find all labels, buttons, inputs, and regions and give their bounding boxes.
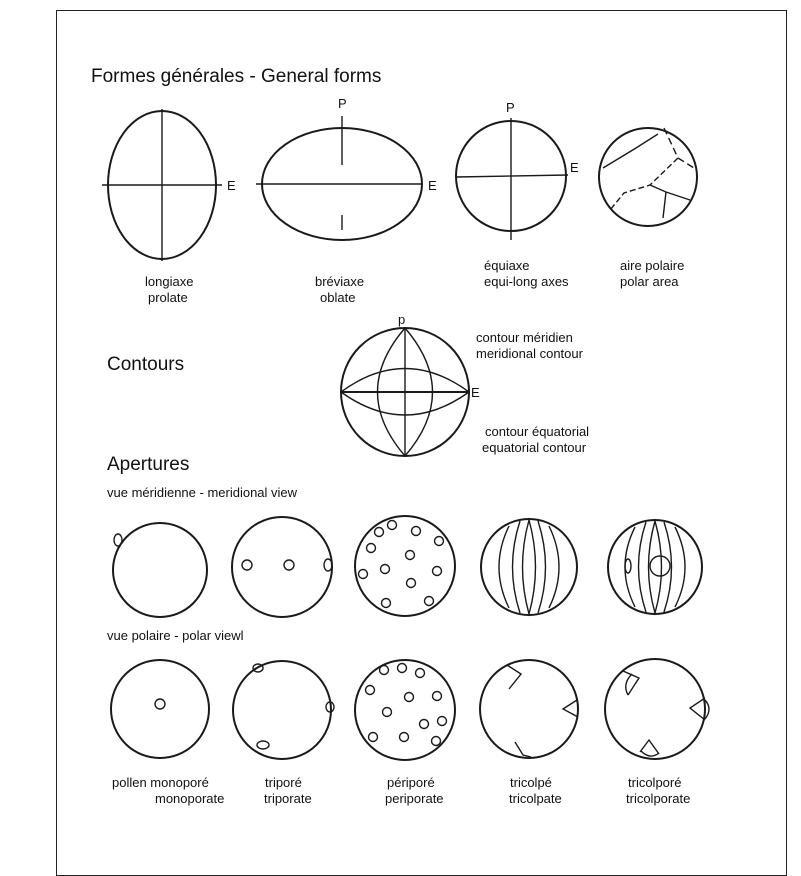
heading-contours: Contours — [107, 354, 184, 375]
contour-shape: p E — [341, 312, 480, 456]
heading-meridional-view: vue méridienne - meridional view — [107, 485, 298, 500]
form-label-line1: longiaxe — [145, 274, 193, 289]
pole-label: P — [338, 96, 347, 111]
oblate-shape: P E — [256, 96, 437, 240]
aperture-label-line2: triporate — [264, 791, 312, 806]
aperture-label-line2: tricolporate — [626, 791, 690, 806]
equator-label: E — [227, 178, 236, 193]
equator-label: E — [471, 385, 480, 400]
form-label-line1: équiaxe — [484, 258, 530, 273]
pole-label: p — [398, 312, 405, 327]
tricolpate-meridional — [481, 519, 577, 615]
form-label-line2: prolate — [148, 290, 188, 305]
monoporate-polar — [111, 660, 209, 758]
equator-label: E — [570, 160, 579, 175]
prolate-shape: E — [102, 109, 236, 261]
aperture-label-line2: tricolpate — [509, 791, 562, 806]
tricolpate-polar — [480, 660, 578, 758]
form-label-line2: polar area — [620, 274, 679, 289]
aperture-label-line1: pollen monoporé — [112, 775, 209, 790]
aperture-label-line2: periporate — [385, 791, 444, 806]
periporate-meridional — [355, 516, 455, 616]
aperture-label-line1: tricolpé — [510, 775, 552, 790]
contour-equatorial-en: equatorial contour — [482, 440, 587, 455]
triporate-meridional — [232, 517, 332, 617]
aperture-label-line2: monoporate — [155, 791, 224, 806]
tricolporate-polar — [605, 659, 709, 759]
form-label-line1: bréviaxe — [315, 274, 364, 289]
aperture-label-line1: triporé — [265, 775, 302, 790]
triporate-polar — [233, 661, 334, 759]
periporate-polar — [355, 660, 455, 760]
monoporate-meridional — [113, 523, 207, 617]
aperture-label-line1: tricolporé — [628, 775, 681, 790]
form-label-line1: aire polaire — [620, 258, 684, 273]
aperture-label-line1: périporé — [387, 775, 435, 790]
tricolporate-meridional — [608, 520, 702, 614]
form-label-line2: equi-long axes — [484, 274, 569, 289]
contour-meridional-fr: contour méridien — [476, 330, 573, 345]
heading-polar-view: vue polaire - polar viewl — [107, 628, 244, 643]
contour-equatorial-fr: contour équatorial — [485, 424, 589, 439]
heading-general-forms: Formes générales - General forms — [91, 66, 381, 87]
heading-apertures: Apertures — [107, 454, 189, 475]
equiaxe-shape: P E — [456, 100, 579, 240]
equator-label: E — [428, 178, 437, 193]
form-label-line2: oblate — [320, 290, 355, 305]
polar-area-shape — [599, 128, 697, 226]
pole-label: P — [506, 100, 515, 115]
contour-meridional-en: meridional contour — [476, 346, 584, 361]
